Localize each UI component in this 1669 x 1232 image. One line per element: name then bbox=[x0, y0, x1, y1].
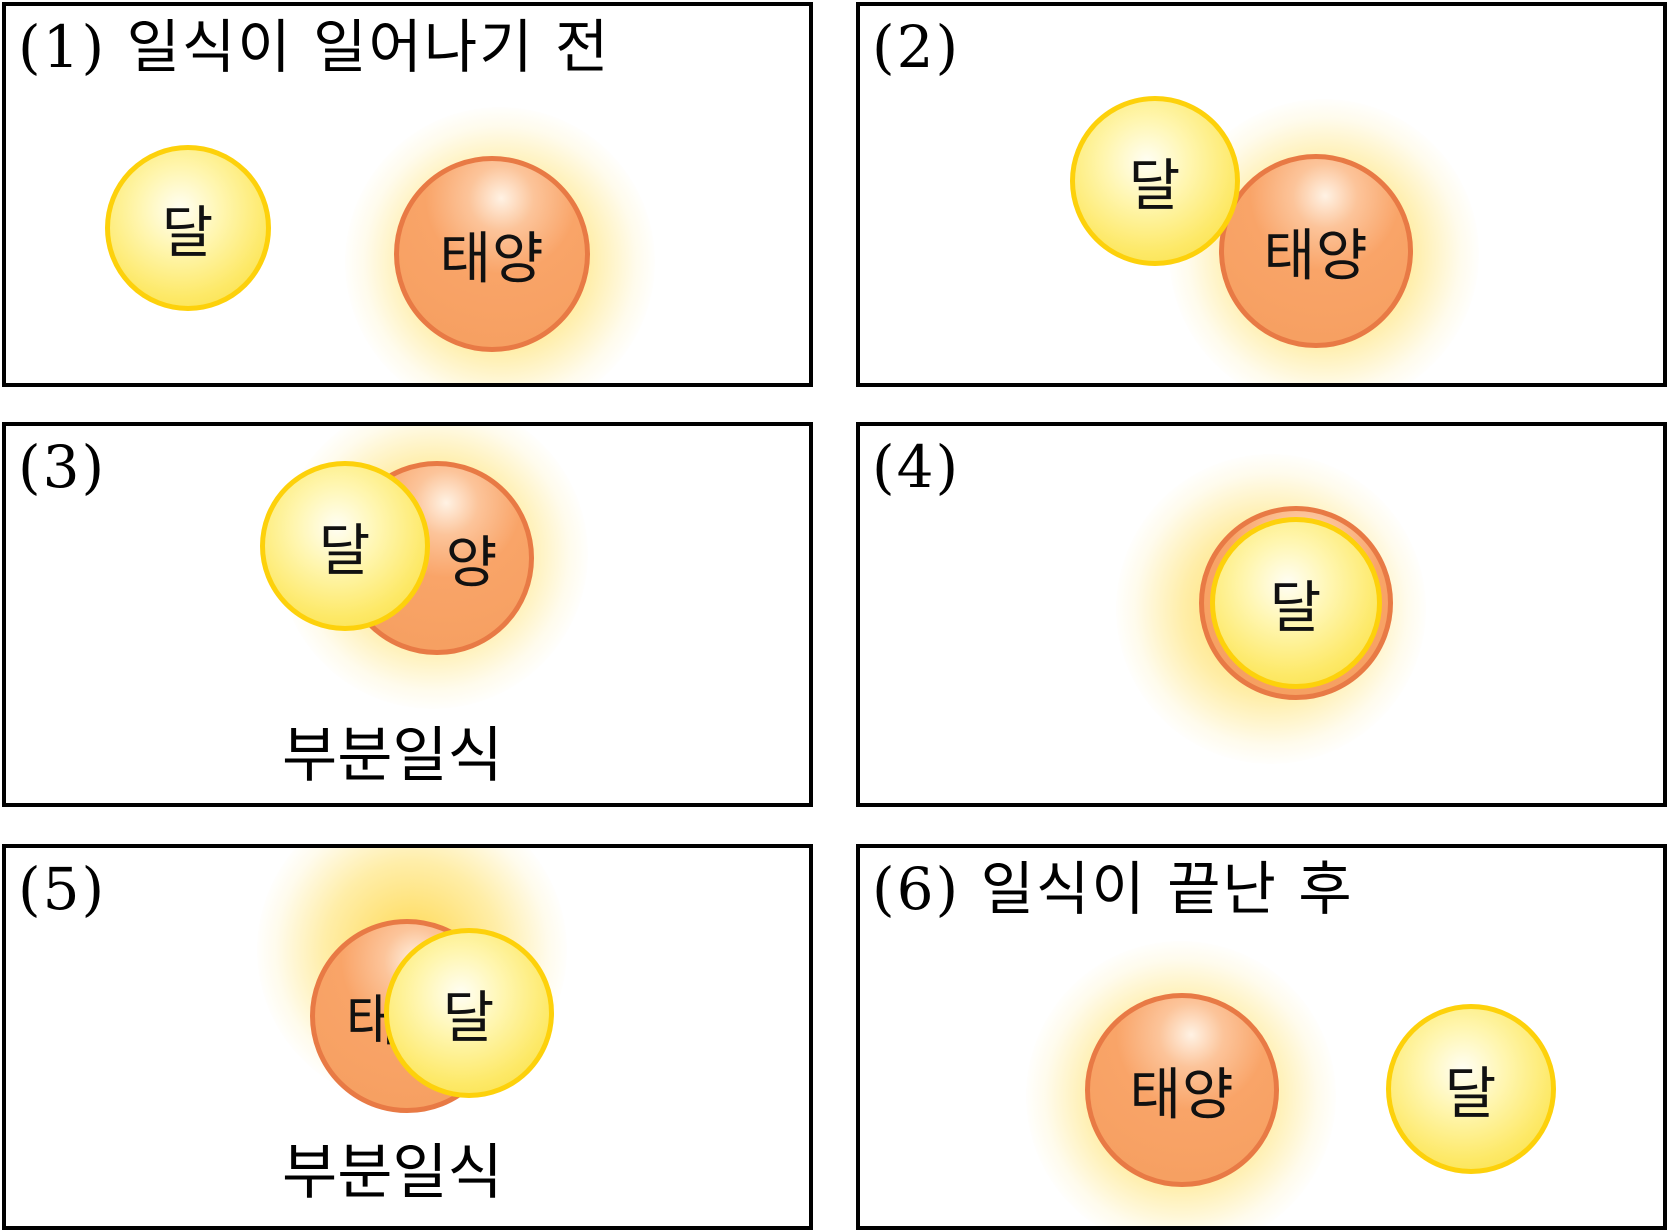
panel-4-title: (4) bbox=[872, 433, 961, 501]
moon-label: 달 bbox=[442, 985, 496, 1051]
panel-2: (2) 태양 달 bbox=[856, 2, 1667, 387]
panel-4: (4) 달 bbox=[856, 422, 1667, 807]
moon: 달 bbox=[105, 145, 271, 311]
moon-label: 달 bbox=[1269, 575, 1323, 641]
panel-1-title: (1) 일식이 일어나기 전 bbox=[18, 13, 611, 81]
sun-label-partial: 양 bbox=[445, 530, 499, 596]
moon-label: 달 bbox=[1444, 1061, 1498, 1127]
sun-label: 태양 bbox=[439, 226, 545, 292]
panel-3-title: (3) bbox=[18, 433, 107, 501]
sun: 태양 bbox=[1219, 154, 1413, 348]
sun: 태양 bbox=[1085, 993, 1279, 1187]
sun-label: 태양 bbox=[1263, 223, 1369, 289]
sun-label: 태양 bbox=[1129, 1062, 1235, 1128]
moon: 달 bbox=[384, 928, 554, 1098]
sun: 태양 bbox=[394, 156, 590, 352]
panel-5-title: (5) bbox=[18, 855, 107, 923]
panel-6: (6) 일식이 끝난 후 태양 달 bbox=[856, 844, 1667, 1230]
moon-label: 달 bbox=[1128, 153, 1182, 219]
panel-3: (3) 양 달 부분일식 bbox=[2, 422, 813, 807]
moon: 달 bbox=[1210, 517, 1382, 689]
panel-5: (5) 태 달 부분일식 bbox=[2, 844, 813, 1230]
panel-3-caption: 부분일식 bbox=[282, 721, 503, 791]
moon: 달 bbox=[1386, 1004, 1556, 1174]
panel-2-title: (2) bbox=[872, 13, 961, 81]
moon-label: 달 bbox=[318, 518, 372, 584]
moon-label: 달 bbox=[161, 200, 215, 266]
moon: 달 bbox=[1070, 96, 1240, 266]
panel-5-caption: 부분일식 bbox=[282, 1138, 503, 1208]
panel-1: (1) 일식이 일어나기 전 달 태양 bbox=[2, 2, 813, 387]
moon: 달 bbox=[260, 461, 430, 631]
panel-6-title: (6) 일식이 끝난 후 bbox=[872, 855, 1354, 923]
